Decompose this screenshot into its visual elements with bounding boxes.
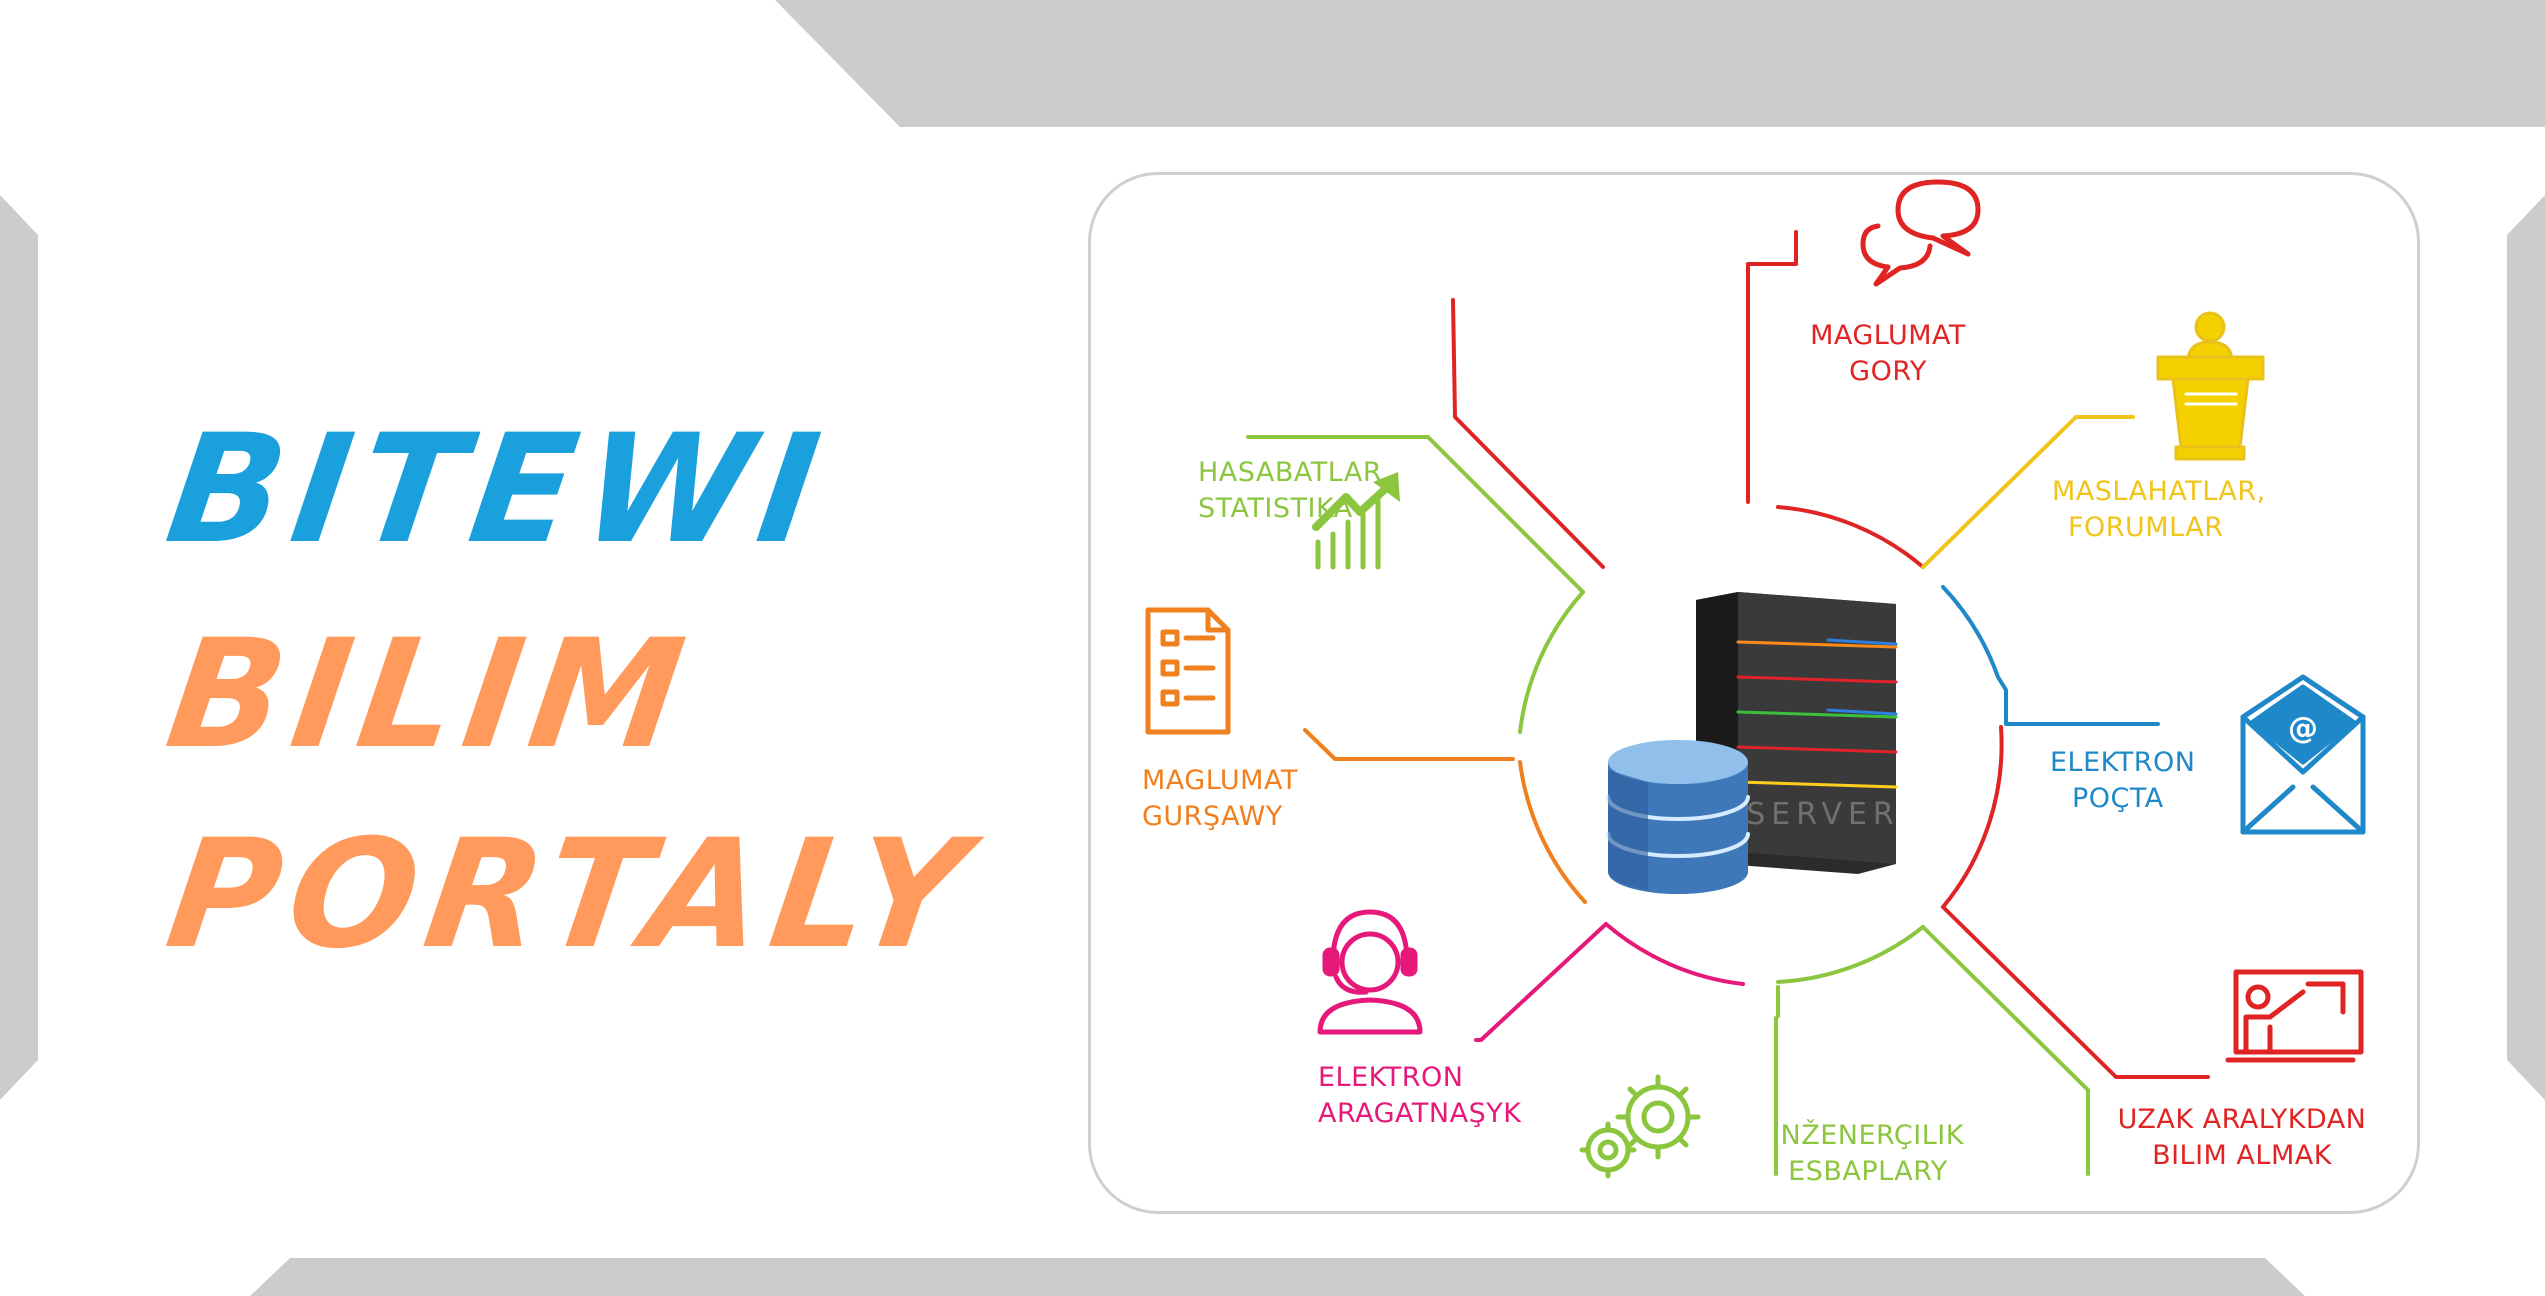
label-uzak-aralykdan: UZAK ARALYKDAN BILIM ALMAK: [2112, 1102, 2372, 1174]
label-elektron-aragatnasyk: ELEKTRON ARAGATNAŞYK: [1318, 1060, 1521, 1132]
arc-green-bottom: [1776, 925, 1925, 984]
svg-text:@: @: [2288, 711, 2318, 746]
connector-uzak-aralykdan-2: [1921, 925, 2090, 1176]
portal-diagram: SERVER @: [1145, 179, 2366, 1179]
connector-hasabatlar-red: [1451, 298, 1605, 569]
label-elektron-aragatnasyk-line1: ELEKTRON: [1318, 1062, 1464, 1093]
label-inzenercilik-line2: ESBAPLARY: [1788, 1156, 1948, 1187]
label-elektron-pocta-line2: POÇTA: [2072, 783, 2164, 814]
label-uzak-aralykdan-line2: BILIM ALMAK: [2152, 1140, 2332, 1171]
server-label: SERVER: [1746, 797, 1900, 832]
podium-speaker-icon: [2156, 311, 2265, 461]
label-hasabatlar: HASABATLAR, STATISTIKA: [1198, 455, 1391, 527]
connector-elektron-aragatnasyk: [1474, 922, 1608, 1042]
connector-hasabatlar: [1246, 435, 1585, 594]
arc-magenta: [1604, 922, 1745, 986]
arc-orange: [1518, 760, 1587, 904]
label-maglumat-gursawy-line1: MAGLUMAT: [1142, 765, 1298, 796]
frame-left-band: [0, 195, 38, 1100]
label-maglumat-gory-line1: MAGLUMAT: [1810, 320, 1966, 351]
label-elektron-aragatnasyk-line2: ARAGATNAŞYK: [1318, 1098, 1522, 1129]
connector-maglumat-gory: [1746, 230, 1798, 504]
teacher-board-icon: [2225, 969, 2364, 1063]
email-envelope-icon: @: [2240, 674, 2366, 835]
connector-inzenercilik: [1774, 985, 1780, 1176]
title-line-3: PORTALY: [157, 808, 987, 982]
label-maglumat-gursawy-line2: GURŞAWY: [1142, 801, 1283, 832]
connector-uzak-aralykdan: [1941, 905, 2210, 1079]
frame-right-band: [2507, 195, 2545, 1100]
arc-red: [1776, 505, 1925, 569]
label-elektron-pocta: ELEKTRON POÇTA: [2050, 745, 2195, 817]
title-line-2: BILIM: [157, 608, 704, 782]
label-inzenercilik: INŽENERÇILIK ESBAPLARY: [1768, 1118, 1968, 1190]
connector-elektron-pocta: [1996, 675, 2160, 726]
label-hasabatlar-line2: STATISTIKA: [1198, 493, 1353, 524]
label-hasabatlar-line1: HASABATLAR,: [1198, 457, 1392, 488]
frame-top-band: [775, 0, 2545, 127]
frame-bottom-band: [250, 1258, 2305, 1296]
arc-red-right: [1941, 725, 2004, 909]
label-maslahatlar-line1: MASLAHATLAR,: [2052, 476, 2266, 507]
label-maslahatlar: MASLAHATLAR, FORUMLAR: [2052, 474, 2266, 546]
label-elektron-pocta-line1: ELEKTRON: [2050, 747, 2196, 778]
title-line-1: BITEWI: [157, 403, 839, 577]
arc-blue: [1941, 585, 2000, 679]
headset-operator-icon: [1317, 909, 1423, 1035]
label-maglumat-gory: MAGLUMAT GORY: [1793, 318, 1983, 390]
gears-icon: [1579, 1074, 1701, 1179]
arc-green-left: [1518, 590, 1585, 734]
label-maglumat-gursawy: MAGLUMAT GURŞAWY: [1142, 763, 1298, 835]
label-maslahatlar-line2: FORUMLAR: [2068, 512, 2224, 543]
speech-bubbles-icon: [1860, 179, 1981, 287]
label-uzak-aralykdan-line1: UZAK ARALYKDAN: [2117, 1104, 2367, 1135]
connector-maglumat-gursawy: [1303, 728, 1515, 761]
document-list-icon: [1145, 607, 1231, 735]
database-icon: [1606, 740, 1750, 894]
label-maglumat-gory-line2: GORY: [1849, 356, 1927, 387]
connector-maslahatlar: [1921, 415, 2135, 569]
growth-chart-icon: [1312, 472, 1400, 570]
label-inzenercilik-line1: INŽENERÇILIK: [1772, 1120, 1964, 1151]
